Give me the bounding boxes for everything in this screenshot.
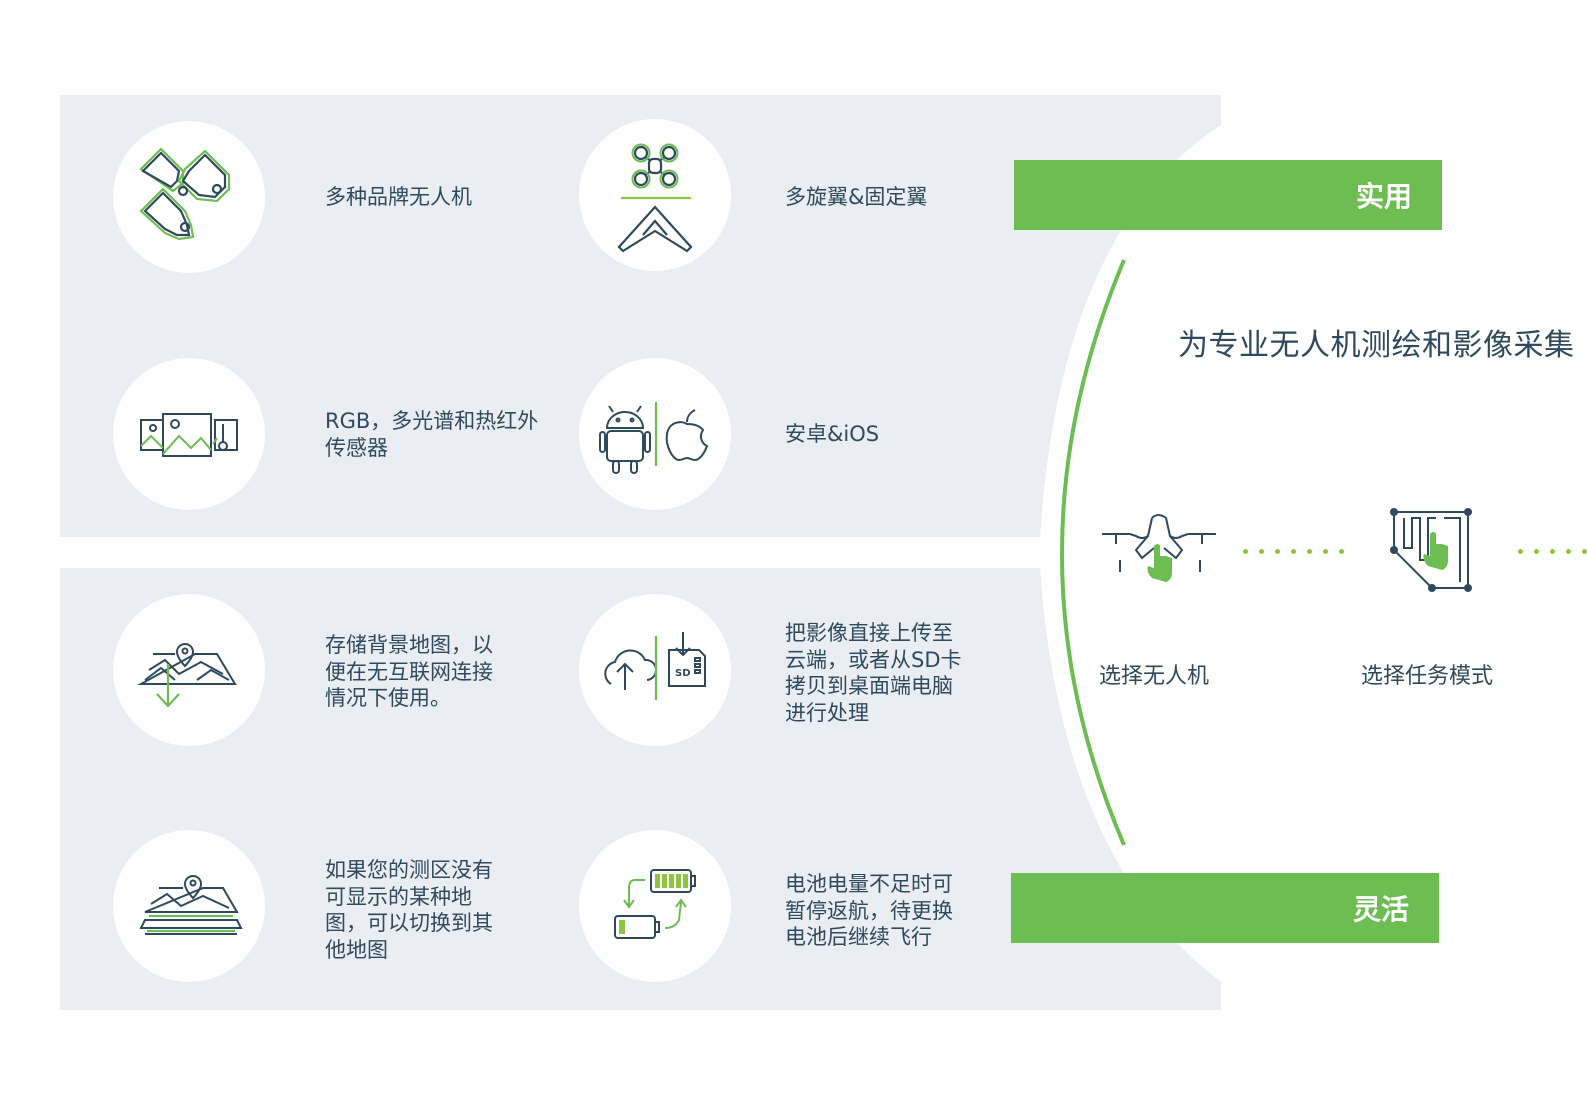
feature-icon-circle (113, 358, 265, 510)
feature-line: 云端，或者从SD卡 (785, 647, 962, 672)
android-apple-icon (599, 402, 709, 474)
feature-text-sensors: RGB，多光谱和热红外 传感器 (325, 408, 538, 461)
step-label-select-drone: 选择无人机 (1099, 664, 1210, 689)
feature-icon-circle (113, 830, 265, 982)
feature-icon-circle (579, 830, 731, 982)
step-connector (1518, 549, 1587, 554)
feature-line: 传感器 (325, 435, 388, 460)
feature-line: 情况下使用。 (325, 686, 451, 710)
mission-mode-icon (1390, 508, 1472, 592)
feature-text-cloud-upload: 把影像直接上传至 云端，或者从SD卡 拷贝到桌面端电脑 进行处理 (785, 620, 962, 726)
tags-icon (139, 147, 231, 241)
multirotor-fixedwing-icon (617, 143, 693, 253)
feature-line: 存储背景地图，以 (325, 633, 493, 657)
feature-line: 暂停返航，待更换 (785, 898, 953, 923)
feature-line: 进行处理 (785, 700, 869, 725)
banner-flexible: 灵活 (1011, 873, 1439, 943)
step-label-mission-mode: 选择任务模式 (1361, 664, 1494, 689)
step-connector (1243, 549, 1344, 554)
feature-line: 多种品牌无人机 (325, 185, 472, 209)
feature-text-battery-swap: 电池电量不足时可 暂停返航，待更换 电池后继续飞行 (785, 871, 953, 951)
map-layers-icon (139, 875, 243, 935)
feature-line: 电池后继续飞行 (785, 925, 932, 949)
feature-text-offline-maps: 存储背景地图，以 便在无互联网连接 情况下使用。 (325, 632, 493, 712)
feature-icon-circle: SD (579, 594, 731, 746)
feature-line: 安卓&iOS (785, 422, 880, 446)
feature-line: 可显示的某种地 (325, 884, 472, 909)
feature-text-wing-types: 多旋翼&固定翼 (785, 184, 927, 211)
feature-text-platforms: 安卓&iOS (785, 421, 879, 448)
feature-line: 如果您的测区没有 (325, 858, 493, 882)
feature-line: RGB，多光谱和热红外 (325, 409, 539, 433)
banner-label: 灵活 (1352, 893, 1409, 926)
feature-icon-circle (579, 119, 731, 271)
feature-line: 图，可以切换到其 (325, 911, 493, 935)
feature-line: 多旋翼&固定翼 (785, 185, 928, 209)
banner-practical: 实用 (1014, 160, 1442, 230)
feature-text-drone-brands: 多种品牌无人机 (325, 184, 472, 211)
map-download-icon (137, 643, 237, 708)
drone-select-icon (1102, 514, 1216, 582)
battery-swap-icon (614, 869, 696, 939)
green-arc (1060, 259, 1126, 846)
feature-line: 拷贝到桌面端电脑 (785, 674, 953, 698)
feature-line: 把影像直接上传至 (785, 621, 953, 645)
banner-label: 实用 (1355, 180, 1412, 213)
feature-text-map-switch: 如果您的测区没有 可显示的某种地 图，可以切换到其 他地图 (325, 857, 493, 963)
feature-icon-circle (113, 121, 265, 273)
feature-icon-circle (113, 594, 265, 746)
cloud-sd-icon: SD (604, 632, 706, 700)
feature-line: 便在无互联网连接 (325, 659, 493, 684)
svg-text:SD: SD (675, 668, 691, 679)
feature-line: 电池电量不足时可 (785, 872, 953, 896)
headline: 为专业无人机测绘和影像采集 (1178, 328, 1575, 363)
top-panel (60, 95, 1221, 537)
feature-icon-circle (579, 358, 731, 510)
feature-line: 他地图 (325, 937, 388, 962)
image-sensor-icon (140, 413, 238, 457)
bottom-panel (60, 568, 1221, 1010)
